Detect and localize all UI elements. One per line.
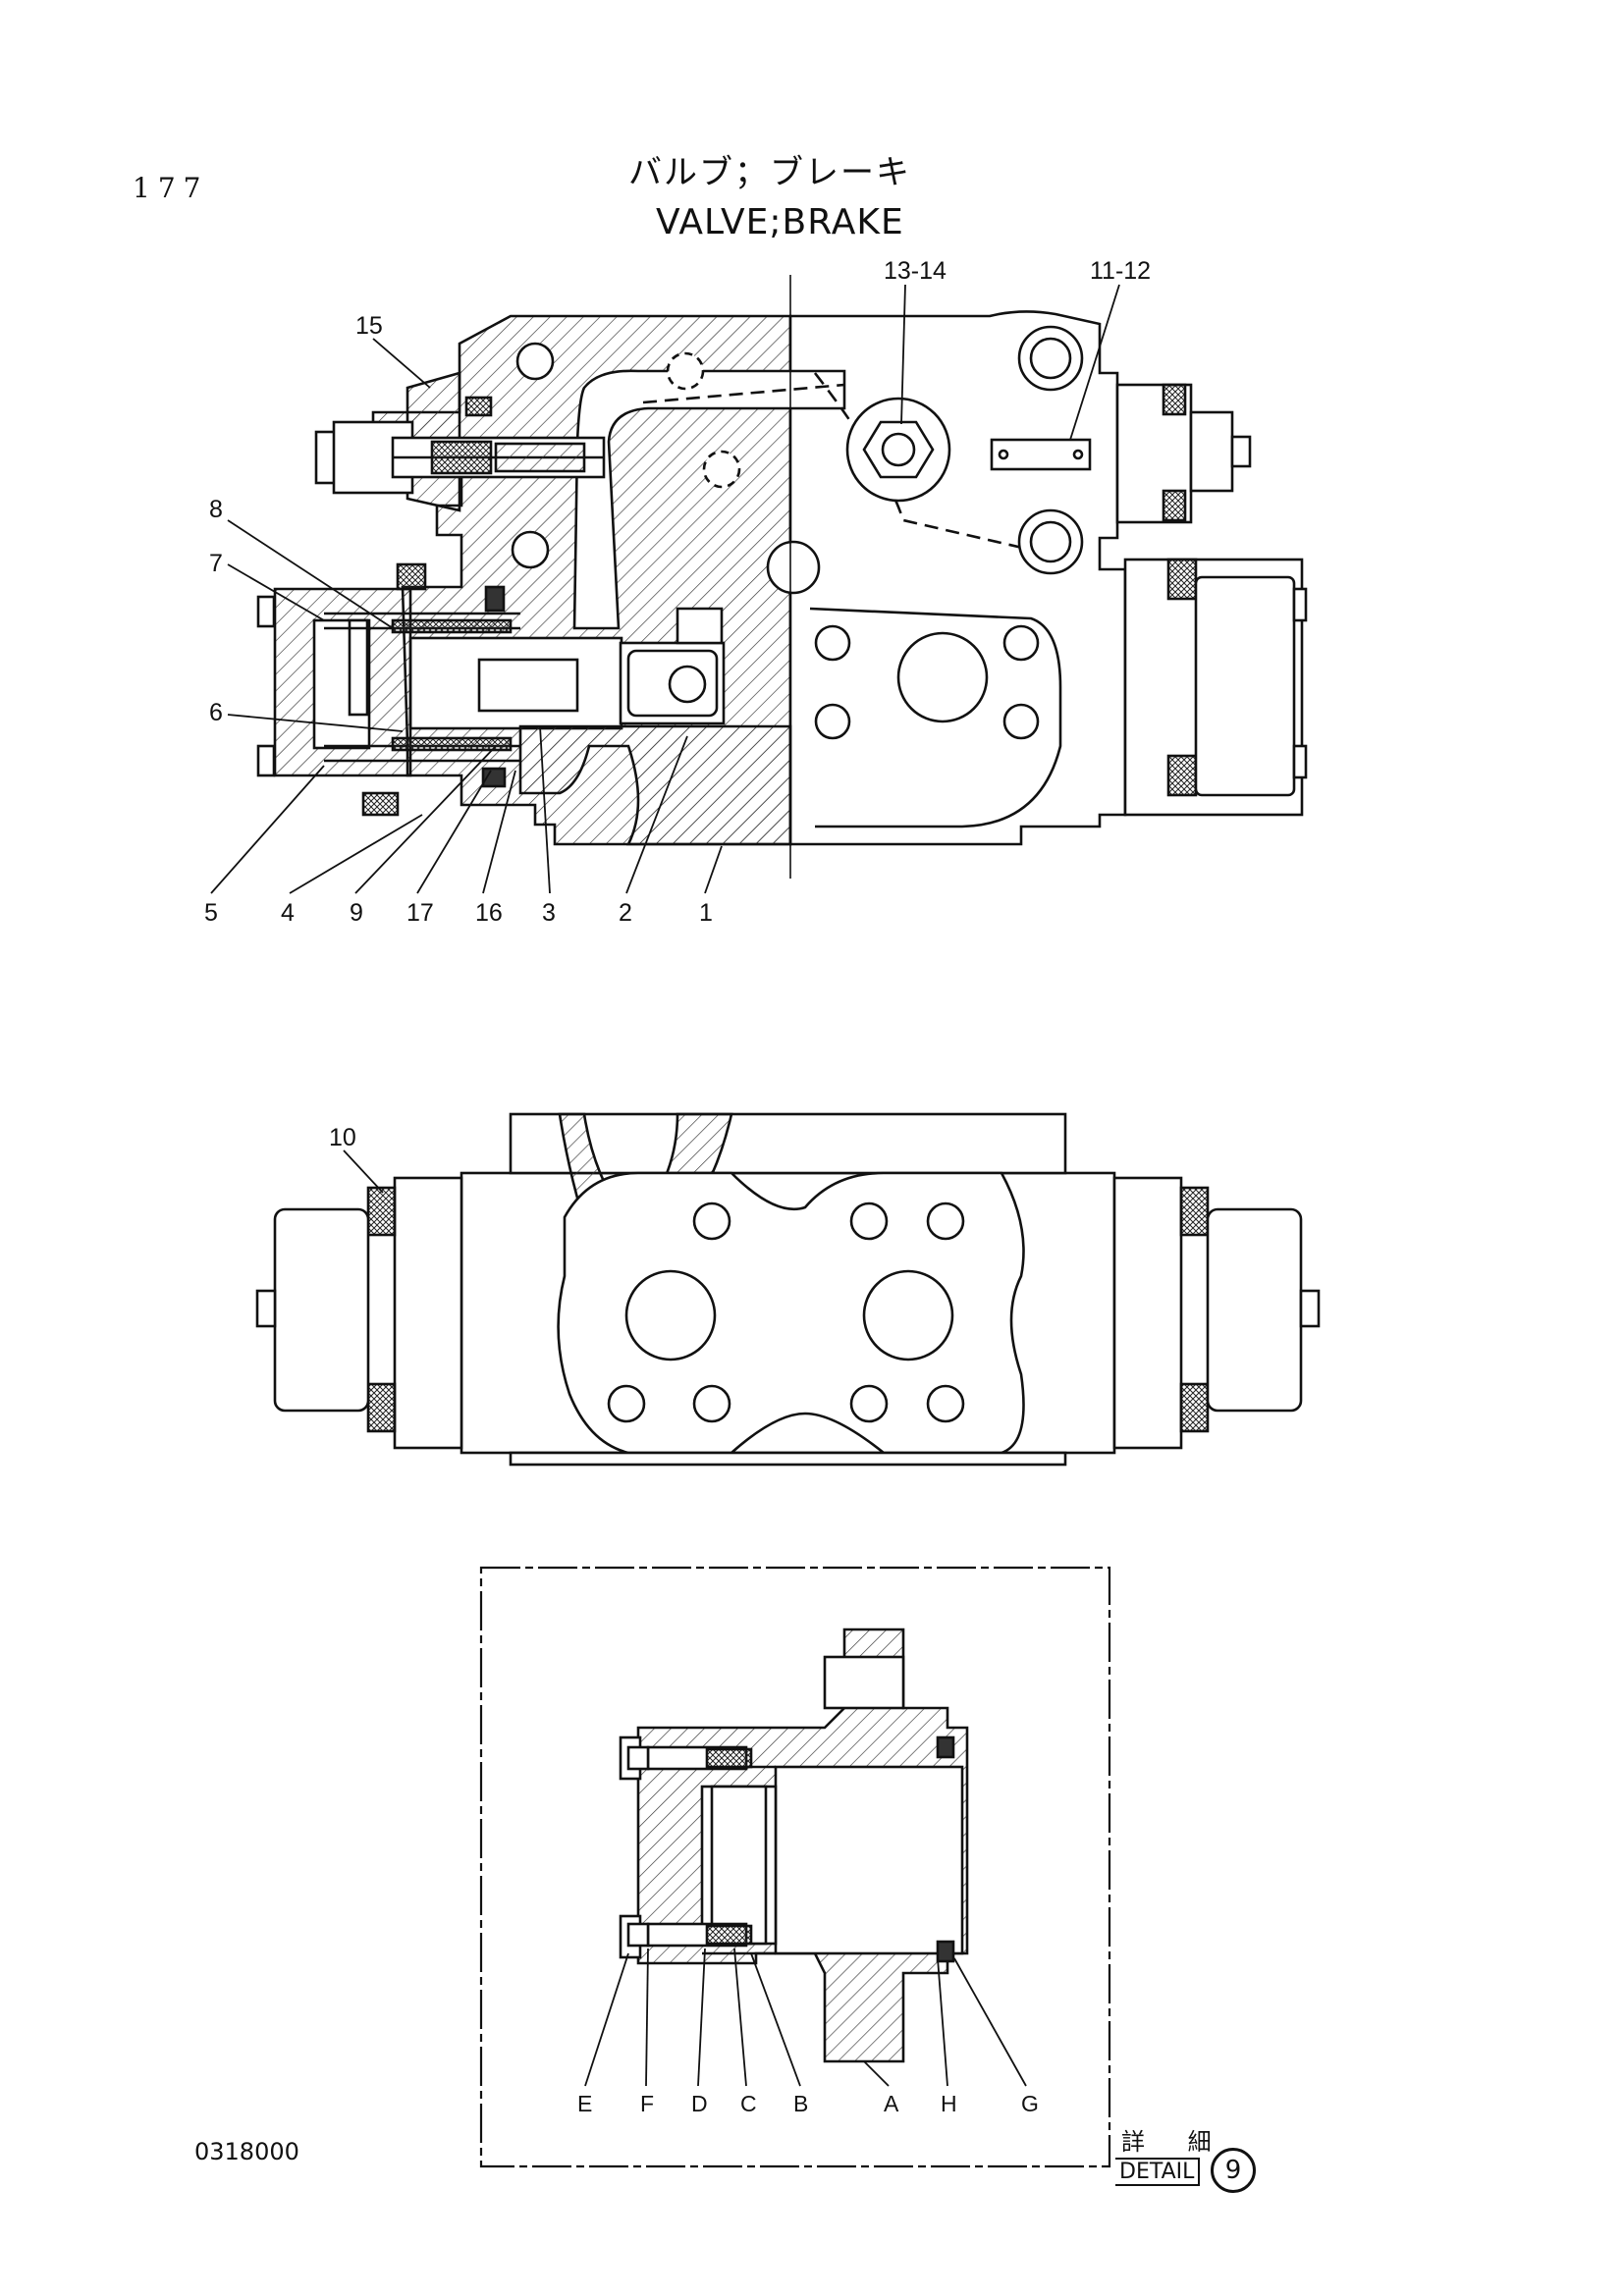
callout-9: 9: [350, 899, 363, 927]
detail-callout-g: G: [1021, 2091, 1039, 2116]
top-section-view: [256, 275, 1308, 879]
detail-callout-c: C: [740, 2091, 757, 2116]
callout-17: 17: [406, 899, 434, 927]
callout-4: 4: [281, 899, 295, 927]
detail-label-en: DETAIL: [1115, 2158, 1201, 2186]
detail-callout-b: B: [793, 2091, 809, 2116]
title-english: VALVE;BRAKE: [656, 202, 904, 242]
detail-callout-e: E: [577, 2091, 593, 2116]
detail-number-circle: 9: [1211, 2148, 1256, 2193]
top-view-leaders: [210, 284, 1120, 894]
callout-7: 7: [209, 550, 223, 577]
drawing-number: 0318000: [194, 2138, 299, 2165]
middle-side-view: [255, 1112, 1321, 1467]
callout-10: 10: [329, 1124, 356, 1151]
callout-15: 15: [355, 312, 383, 340]
detail-callout-d: D: [691, 2091, 708, 2116]
leader-10: [343, 1149, 384, 1194]
detail-label-jp: 詳 細: [1121, 2128, 1229, 2156]
detail-callout-f: F: [640, 2091, 655, 2116]
detail-frame: [479, 1566, 1111, 2168]
callout-2: 2: [619, 899, 632, 927]
callout-8: 8: [209, 496, 223, 523]
detail-callout-a: A: [884, 2091, 899, 2116]
detail-callout-h: H: [941, 2091, 957, 2116]
callout-3: 3: [542, 899, 556, 927]
internal-passage: [572, 369, 846, 630]
detail-label: 詳 細 DETAIL 9: [1115, 2120, 1261, 2193]
detail-leaders: [584, 1948, 1027, 2087]
callout-6: 6: [209, 699, 223, 726]
callout-1: 1: [699, 899, 713, 927]
callout-13-14: 13-14: [884, 257, 947, 285]
callout-16: 16: [475, 899, 503, 927]
detail-section-view: [619, 1628, 969, 2063]
callout-5: 5: [204, 899, 218, 927]
callout-11-12: 11-12: [1090, 257, 1152, 285]
page-number: 177: [133, 172, 209, 204]
title-japanese: バルブ；ブレーキ: [628, 153, 911, 192]
